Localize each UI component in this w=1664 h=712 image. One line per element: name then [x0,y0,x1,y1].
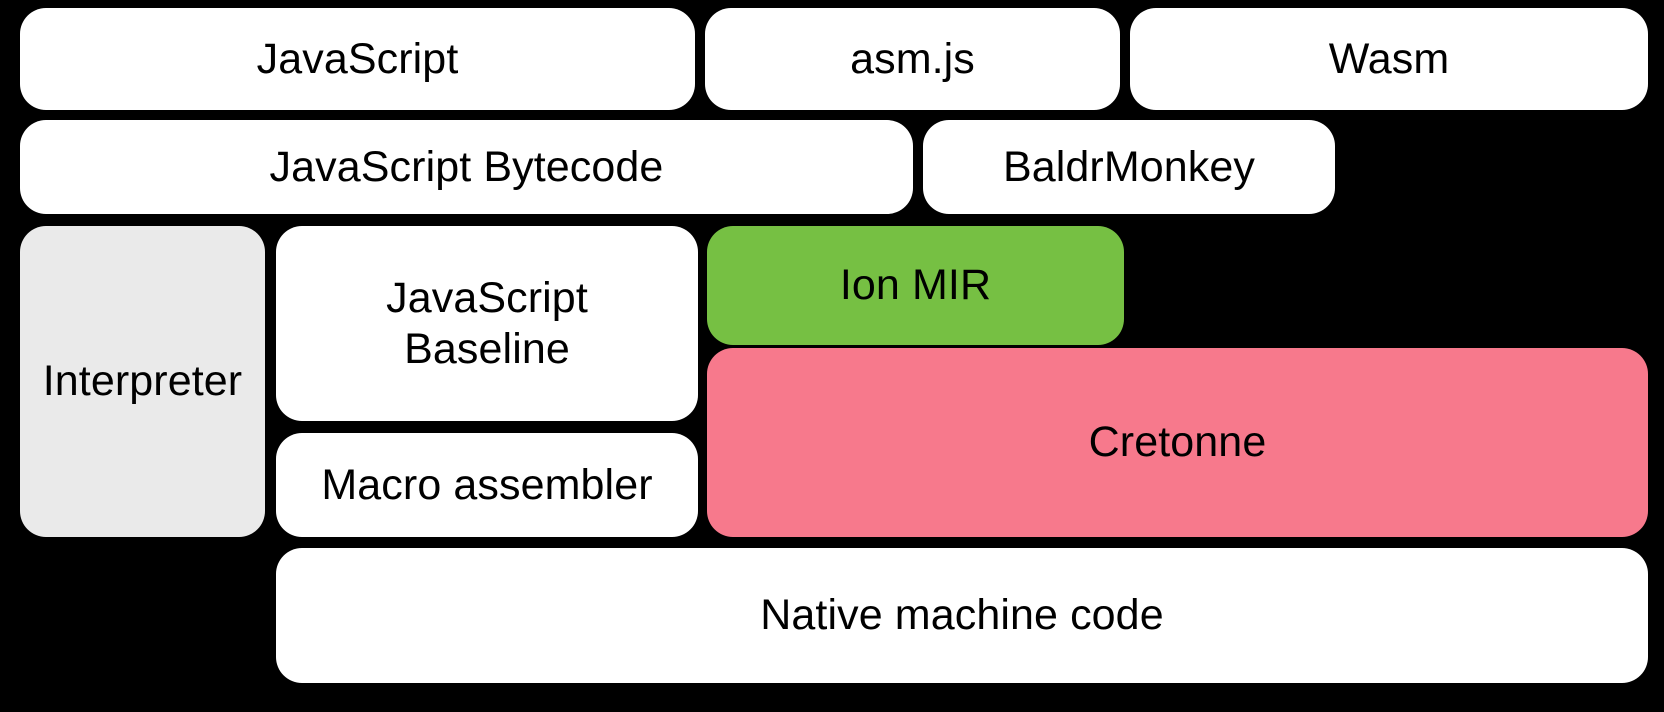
node-interpreter: Interpreter [20,226,265,537]
node-cretonne: Cretonne [707,348,1648,537]
node-javascript-baseline: JavaScript Baseline [276,226,698,421]
node-javascript-bytecode: JavaScript Bytecode [20,120,913,214]
node-asm-js: asm.js [705,8,1120,110]
node-native-machine-code: Native machine code [276,548,1648,683]
node-javascript: JavaScript [20,8,695,110]
node-wasm: Wasm [1130,8,1648,110]
node-baldrmonkey: BaldrMonkey [923,120,1335,214]
node-ion-mir: Ion MIR [707,226,1124,345]
node-macro-assembler: Macro assembler [276,433,698,537]
